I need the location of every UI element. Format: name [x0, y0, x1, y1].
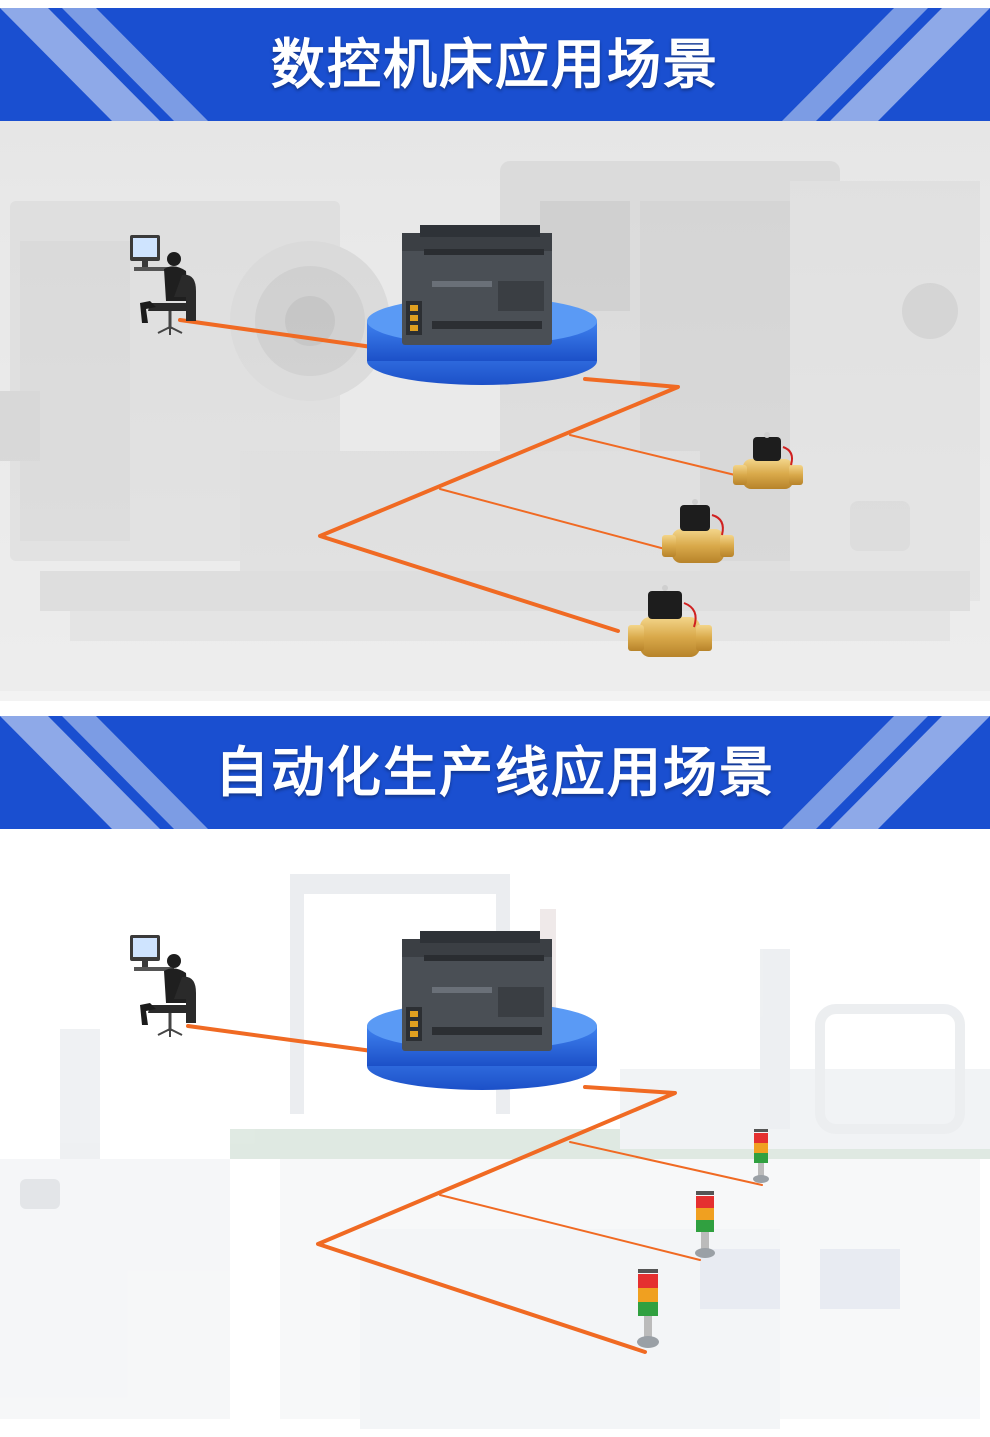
- operator-at-computer-icon: [130, 935, 196, 1037]
- network-cables: [186, 1024, 763, 1354]
- production-line-scene-illustration: [0, 829, 990, 1437]
- banner-stripes-decoration: [0, 716, 990, 829]
- network-cables: [178, 318, 736, 633]
- section-title-production-line: 自动化生产线应用场景: [215, 741, 775, 804]
- cnc-scene: [0, 121, 990, 701]
- cnc-scene-illustration: [0, 121, 990, 701]
- signal-tower-light-icon: [753, 1129, 769, 1183]
- banner-stripes-decoration: [0, 8, 990, 121]
- operator-at-computer-icon: [130, 235, 196, 335]
- plc-controller-icon: [402, 225, 552, 345]
- section-banner-production-line: 自动化生产线应用场景: [0, 716, 990, 829]
- production-line-scene: [0, 829, 990, 1437]
- section-title-cnc: 数控机床应用场景: [271, 33, 719, 96]
- section-banner-cnc: 数控机床应用场景: [0, 8, 990, 121]
- cnc-machine-background: [0, 161, 990, 691]
- solenoid-valve-icon: [733, 432, 803, 489]
- solenoid-valve-icon: [662, 499, 734, 563]
- solenoid-valve-icon: [628, 585, 712, 657]
- signal-tower-light-icon: [637, 1269, 659, 1348]
- production-line-background: [0, 874, 990, 1429]
- signal-tower-light-icon: [695, 1191, 715, 1258]
- plc-controller-icon: [402, 931, 552, 1051]
